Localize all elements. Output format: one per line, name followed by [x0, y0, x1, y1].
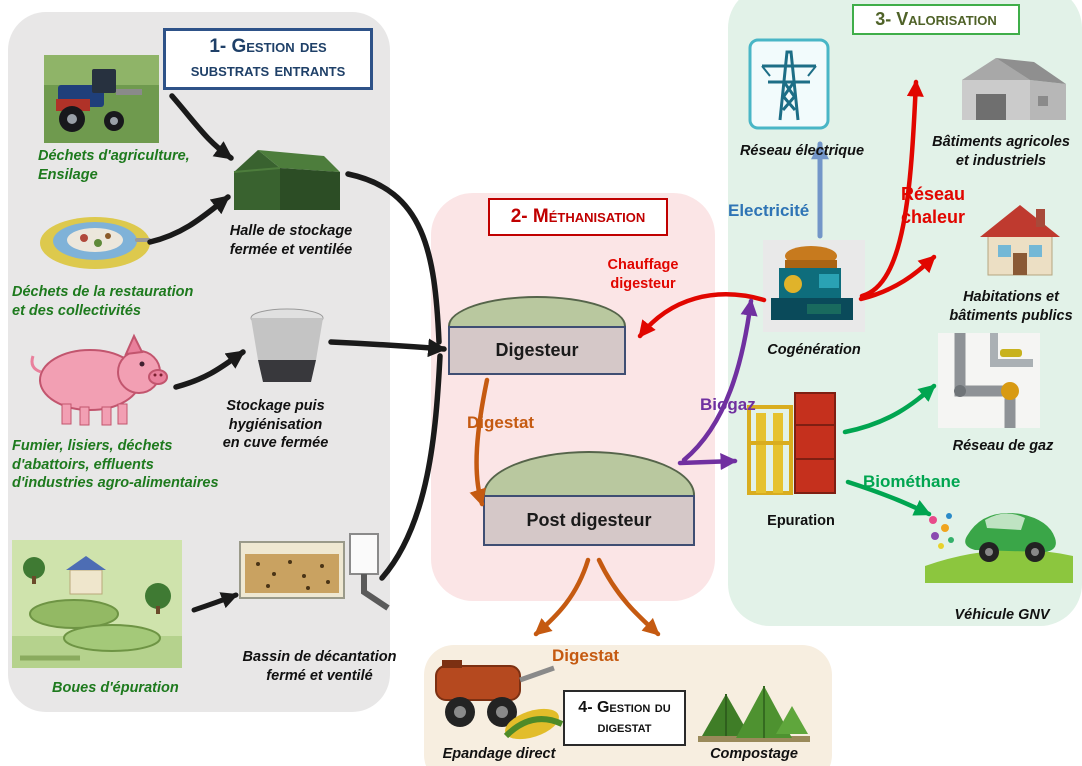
pig-icon: [18, 330, 168, 428]
label-boues-epuration: Boues d'épuration: [52, 680, 179, 696]
step1-title: 1- Gestion des substrats entrants: [163, 28, 373, 90]
label-biogaz: Biogaz: [700, 395, 756, 414]
step4-title: 4- Gestion du digestat: [563, 690, 686, 746]
label-reseau-electrique: Réseau électrique: [739, 143, 865, 159]
label-batiments-agricoles: Bâtiments agricoles et industriels: [932, 134, 1070, 169]
label-electricite: Electricité: [728, 201, 810, 220]
label-reseau-gaz: Réseau de gaz: [952, 438, 1054, 454]
label-biomethane: Biométhane: [863, 472, 961, 491]
digesteur: Digesteur: [448, 296, 626, 375]
manure-spreader-icon: [428, 652, 568, 744]
decantation-basin-icon: [238, 528, 390, 630]
label-chauffage-digesteur: Chauffage digesteur: [607, 257, 679, 292]
label-reseau-chaleur: Réseau chaleur: [900, 184, 966, 228]
post-digesteur-dome-icon: [483, 451, 695, 495]
storage-hall-icon: [228, 138, 343, 218]
label-vehicule-gnv: Véhicule GNV: [954, 607, 1050, 623]
label-fumier-lisiers: Fumier, lisiers, déchets d'abattoirs, ef…: [12, 438, 219, 492]
gnv-car-icon: [925, 478, 1073, 583]
label-dechets-restauration: Déchets de la restauration et des collec…: [12, 284, 194, 319]
storage-tank-icon: [248, 308, 326, 388]
digesteur-dome-icon: [448, 296, 626, 326]
industrial-building-icon: [958, 48, 1070, 126]
gas-pipes-icon: [938, 333, 1040, 428]
label-cogeneration: Cogénération: [767, 342, 861, 358]
sewage-plant-icon: [12, 540, 182, 668]
step2-title: 2- Méthanisation: [488, 198, 668, 236]
food-plate-icon: [38, 213, 153, 271]
label-epandage-direct: Epandage direct: [442, 746, 556, 762]
label-halle-stockage: Halle de stockage fermée et ventilée: [229, 223, 353, 258]
label-habitations: Habitations et bâtiments publics: [949, 289, 1073, 324]
tractor-photo: [44, 55, 159, 143]
label-digestat-1: Digestat: [467, 413, 535, 432]
label-digestat-2: Digestat: [552, 646, 620, 665]
cogeneration-engine-icon: [763, 240, 865, 332]
house-icon: [972, 195, 1067, 283]
label-dechets-agriculture: Déchets d'agriculture, Ensilage: [38, 148, 190, 183]
epuration-unit-icon: [743, 385, 840, 507]
label-epuration: Epuration: [767, 513, 835, 529]
power-pylon-icon: [748, 38, 830, 130]
compost-piles-icon: [698, 678, 810, 744]
post-digesteur-label: Post digesteur: [483, 495, 695, 546]
digesteur-label: Digesteur: [448, 326, 626, 375]
post-digesteur: Post digesteur: [483, 451, 695, 546]
label-bassin-decantation: Bassin de décantation fermé et ventilé: [242, 649, 397, 684]
step3-title: 3- Valorisation: [852, 4, 1020, 35]
label-compostage: Compostage: [710, 746, 798, 762]
label-stockage-hygienisation: Stockage puis hygiénisation en cuve ferm…: [222, 398, 329, 452]
